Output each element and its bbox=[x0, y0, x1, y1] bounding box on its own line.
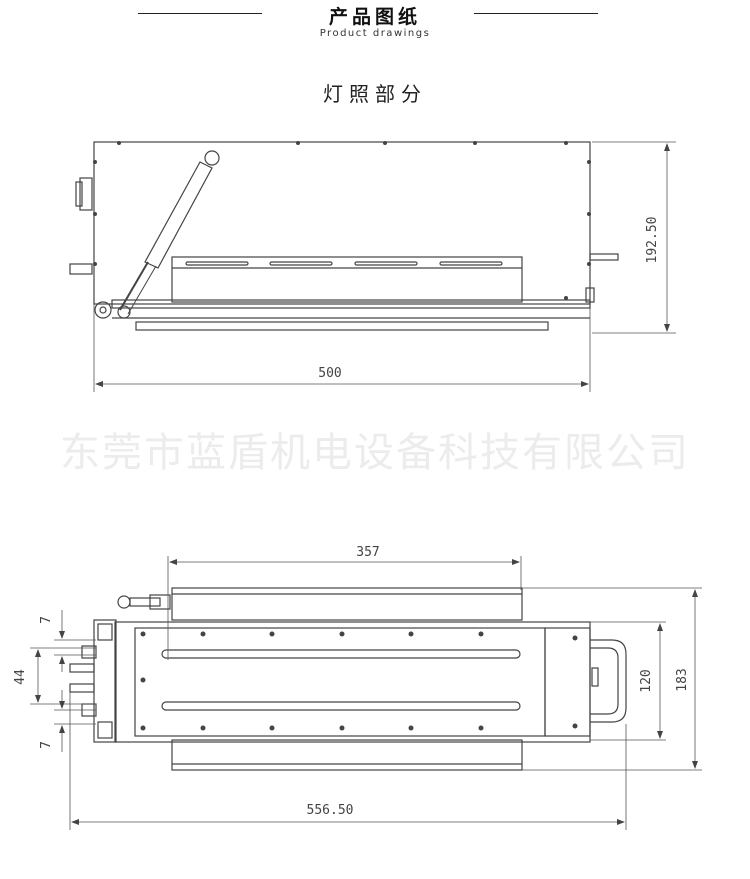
plate-bolts bbox=[140, 631, 578, 731]
dim-357: 357 bbox=[356, 545, 379, 560]
main-plate bbox=[114, 621, 591, 743]
dim-height-192-50: 192.50 bbox=[645, 217, 660, 264]
left-knob bbox=[69, 263, 93, 275]
dim-7-top: 7 bbox=[39, 616, 54, 624]
base-rail bbox=[111, 299, 591, 309]
page-title: 产品图纸 bbox=[328, 6, 421, 28]
lamp-bar bbox=[171, 256, 523, 303]
lamp-slot-lower bbox=[161, 701, 521, 711]
right-latch bbox=[585, 287, 595, 303]
lamp-slot bbox=[185, 261, 249, 266]
dim-7-bottom: 7 bbox=[39, 741, 54, 749]
right-pin bbox=[589, 253, 619, 261]
header: 产品图纸 Product drawings bbox=[0, 0, 750, 50]
gas-spring-upper-joint bbox=[204, 150, 220, 166]
upper-lamp-housing bbox=[171, 587, 523, 621]
base-plate bbox=[135, 321, 549, 331]
dim-width-500: 500 bbox=[318, 366, 341, 381]
gas-spring-joint bbox=[117, 595, 131, 609]
header-right-rule bbox=[474, 13, 598, 14]
gas-spring-cylinder bbox=[144, 161, 213, 269]
top-view-dimensions bbox=[93, 141, 676, 392]
left-connector-upper bbox=[81, 645, 97, 659]
hinge bbox=[94, 301, 112, 319]
housing-outline bbox=[93, 141, 591, 305]
dim-120: 120 bbox=[639, 669, 654, 692]
lower-lamp-housing bbox=[171, 739, 523, 771]
dim-556-50: 556.50 bbox=[307, 803, 354, 818]
left-knob-upper bbox=[69, 663, 95, 673]
dim-44: 44 bbox=[13, 669, 28, 685]
housing-bolts bbox=[93, 141, 591, 300]
lamp-slot-upper bbox=[161, 649, 521, 659]
header-left-rule bbox=[138, 13, 262, 14]
dim-183: 183 bbox=[675, 668, 690, 691]
inner-plate bbox=[134, 627, 546, 737]
company-watermark: 东莞市蓝盾机电设备科技有限公司 bbox=[60, 430, 690, 476]
top-view-drawing bbox=[69, 141, 619, 331]
right-handle bbox=[590, 639, 627, 723]
left-end-block bbox=[93, 619, 117, 743]
section-title: 灯照部分 bbox=[323, 82, 427, 106]
lamp-slot bbox=[269, 261, 333, 266]
bottom-view-drawing bbox=[69, 587, 627, 771]
gas-spring-lower-joint bbox=[117, 305, 131, 319]
left-handle bbox=[79, 177, 93, 211]
bottom-view-dimensions bbox=[30, 556, 702, 830]
page-subtitle: Product drawings bbox=[319, 28, 431, 39]
lamp-slot bbox=[354, 261, 418, 266]
left-handle-grip bbox=[75, 181, 83, 207]
lamp-slot bbox=[439, 261, 503, 266]
left-knob-lower bbox=[69, 683, 95, 693]
